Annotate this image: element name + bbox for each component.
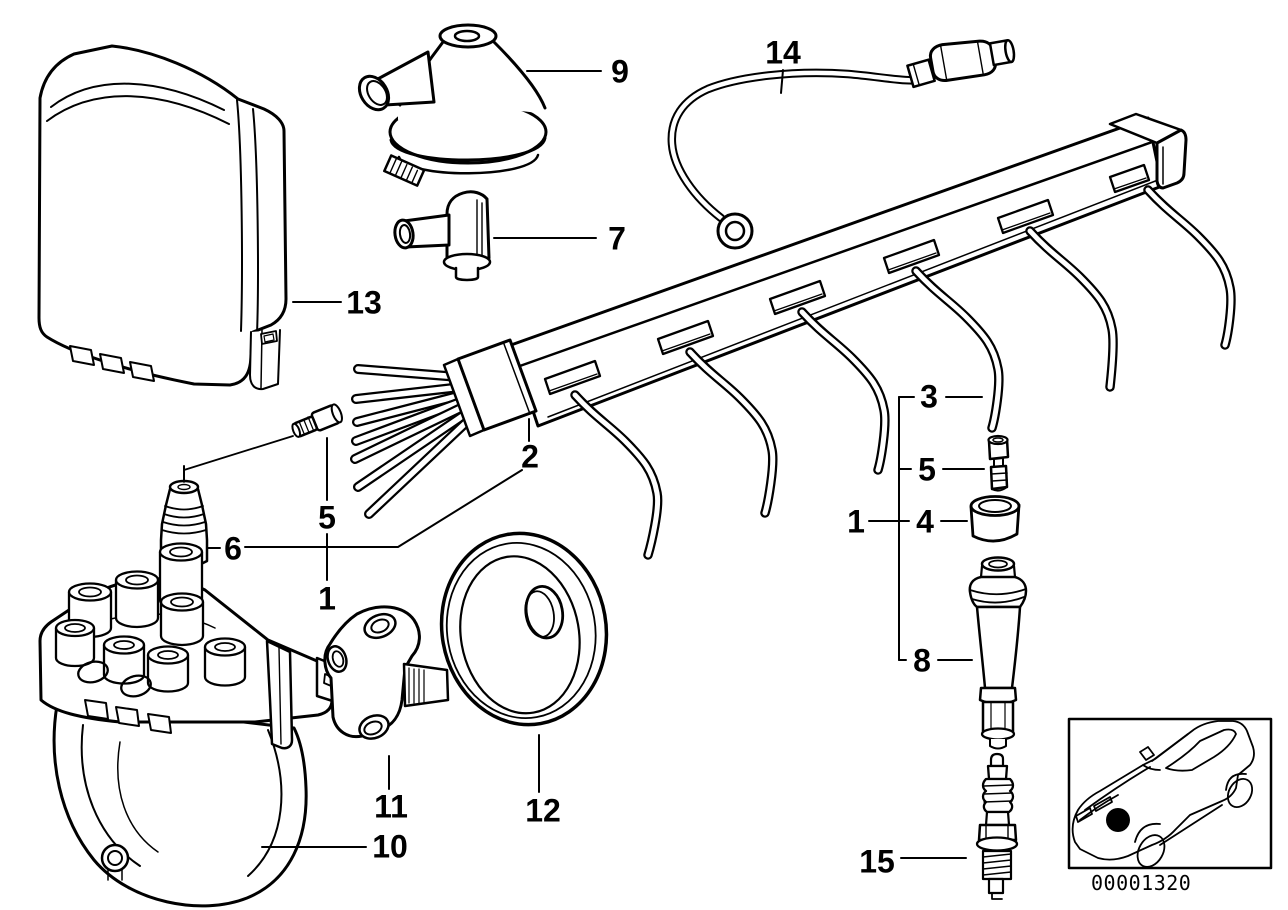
- callout-7[interactable]: 7: [608, 221, 626, 257]
- leader-lines: [183, 69, 985, 859]
- part-cable-duct: [355, 112, 1231, 555]
- duct-right-bracket: [1108, 112, 1188, 190]
- callout-3[interactable]: 3: [920, 379, 938, 415]
- callout-15[interactable]: 15: [859, 844, 895, 880]
- part-spark-plug: [975, 752, 1019, 900]
- car-outline-icon: [1071, 720, 1255, 868]
- callout-13[interactable]: 13: [346, 285, 382, 321]
- leader-14: [780, 69, 784, 94]
- callout-2[interactable]: 2: [521, 439, 539, 475]
- part-spark-plug-connector: [968, 556, 1028, 750]
- part-coil-cover: [37, 44, 288, 391]
- part-sleeve: [969, 495, 1021, 543]
- part-terminal-small: [291, 403, 343, 438]
- part-distributor-cap: [38, 542, 344, 908]
- leader-2b: [244, 469, 523, 548]
- part-elbow-connector: [393, 190, 492, 282]
- callout-11[interactable]: 11: [374, 789, 408, 825]
- distributor-towers: [54, 542, 247, 693]
- car-location-inset: [1067, 717, 1273, 870]
- callout-10[interactable]: 10: [372, 829, 408, 865]
- location-dot: [1106, 808, 1130, 832]
- callout-9[interactable]: 9: [611, 54, 629, 90]
- leader-5-to-6: [183, 435, 294, 483]
- callout-5-left[interactable]: 5: [318, 500, 336, 536]
- inset-frame: [1067, 717, 1273, 870]
- callout-14[interactable]: 14: [765, 35, 801, 71]
- duct-slots: [543, 163, 1151, 396]
- callout-8[interactable]: 8: [913, 643, 931, 679]
- image-code: 00001320: [1091, 871, 1191, 895]
- callout-labels: 9 7 14 13 2 5 1 6 3 5 4 1 8 15 10 11 12: [224, 35, 938, 880]
- callout-12[interactable]: 12: [525, 793, 561, 829]
- part-rotor-adapter: [323, 605, 450, 740]
- part-protection-cap: [439, 531, 609, 727]
- callout-5-right[interactable]: 5: [918, 452, 936, 488]
- part-grommet: [357, 23, 548, 187]
- part-ignition-cable: [672, 38, 1016, 250]
- part-terminal: [987, 434, 1010, 492]
- callout-1-left[interactable]: 1: [318, 581, 336, 617]
- callout-4[interactable]: 4: [916, 504, 934, 540]
- duct-end-cap: [442, 338, 538, 438]
- callout-1-right[interactable]: 1: [847, 504, 865, 540]
- callout-6[interactable]: 6: [224, 531, 242, 567]
